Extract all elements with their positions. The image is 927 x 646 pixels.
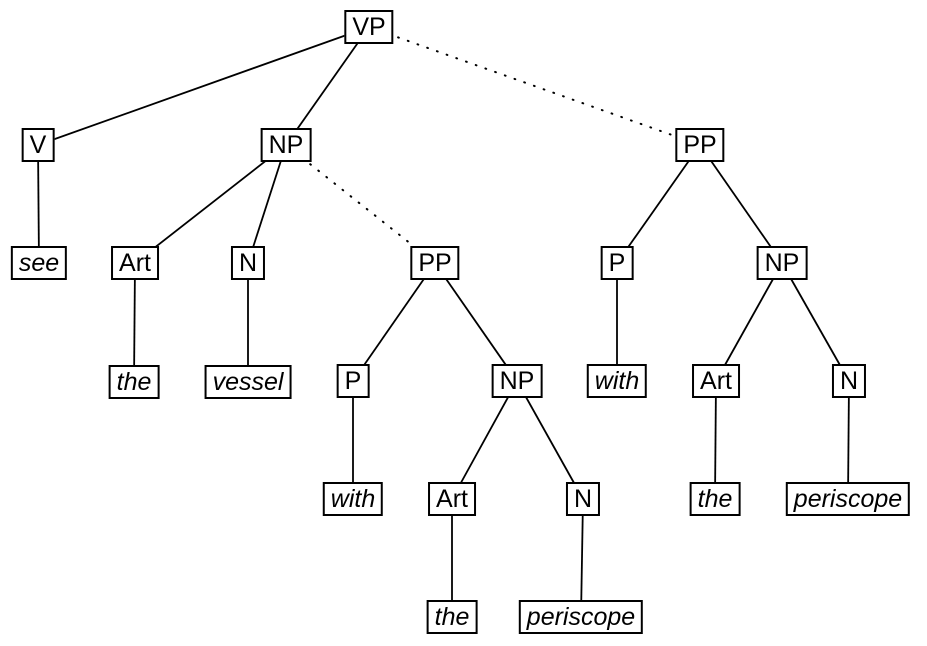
- tree-node-n3: N: [831, 364, 867, 398]
- tree-node-art2: Art: [428, 482, 476, 516]
- tree-node-v: V: [21, 128, 55, 162]
- tree-edge-np1-n1: [247, 144, 287, 264]
- tree-node-see: see: [10, 246, 68, 280]
- tree-edge-pp2-np3: [699, 144, 783, 264]
- tree-node-vp: VP: [344, 10, 394, 44]
- tree-edge-vp-pp2: [368, 26, 701, 146]
- tree-edge-n3-periscope3: [847, 380, 850, 500]
- tree-edge-np2-n2: [516, 380, 584, 500]
- tree-edge-n2-periscope2: [580, 498, 584, 618]
- tree-node-art1: Art: [111, 246, 159, 280]
- tree-node-pp1: PP: [410, 246, 460, 280]
- tree-edge-vp-np1: [285, 26, 370, 146]
- tree-node-np2: NP: [491, 364, 543, 398]
- tree-edge-np3-n3: [781, 262, 850, 382]
- tree-node-n2: N: [565, 482, 601, 516]
- tree-node-n1: N: [230, 246, 266, 280]
- tree-edge-pp2-p2: [616, 144, 701, 264]
- tree-edge-np2-art2: [451, 380, 518, 500]
- tree-node-p2: P: [600, 246, 634, 280]
- tree-edge-pp1-np2: [434, 262, 518, 382]
- tree-edge-np1-pp1: [285, 144, 436, 264]
- tree-edge-pp1-p1: [352, 262, 436, 382]
- tree-node-the2: the: [426, 600, 478, 634]
- tree-node-the3: the: [689, 482, 741, 516]
- tree-node-the1: the: [108, 365, 160, 399]
- tree-edge-v-see: [37, 144, 40, 264]
- tree-edge-vp-v: [37, 26, 370, 146]
- tree-node-p1: P: [336, 364, 370, 398]
- tree-node-np1: NP: [260, 128, 312, 162]
- tree-edge-np1-art1: [134, 144, 287, 264]
- tree-node-periscope3: periscope: [785, 482, 911, 516]
- tree-node-vessel: vessel: [204, 365, 292, 399]
- tree-edge-art1-the1: [133, 262, 136, 383]
- tree-edge-np3-art3: [715, 262, 783, 382]
- tree-node-with2: with: [586, 364, 648, 398]
- tree-node-with1: with: [322, 482, 384, 516]
- tree-edge-art3-the3: [714, 380, 717, 500]
- tree-node-periscope2: periscope: [518, 600, 644, 634]
- tree-node-art3: Art: [692, 364, 740, 398]
- tree-node-np3: NP: [756, 246, 808, 280]
- tree-node-pp2: PP: [675, 128, 725, 162]
